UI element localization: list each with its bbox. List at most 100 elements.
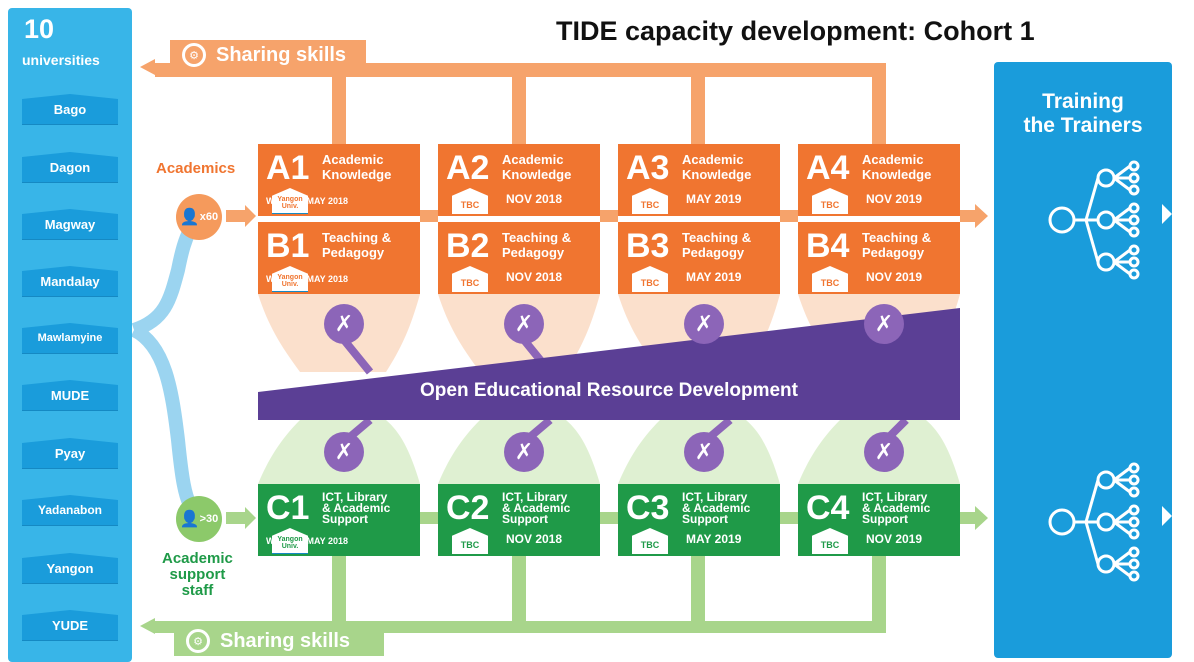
module-code: A3 <box>626 149 670 187</box>
university-item: Yadanabon <box>22 495 118 526</box>
university-item: MUDE <box>22 380 118 411</box>
sharing-skills-bottom: ⚙ Sharing skills <box>174 626 384 656</box>
module-b4: B4 Teaching &Pedagogy TBC NOV 2019 <box>798 222 960 294</box>
university-item: Bago <box>22 94 118 125</box>
network-tree-icon <box>1048 160 1140 280</box>
module-date: NOV 2018 <box>506 270 563 284</box>
academics-count: x60 <box>199 211 219 223</box>
wrench-screwdriver-icon: ✗ <box>684 304 724 344</box>
module-name: Teaching &Pedagogy <box>862 230 932 260</box>
universities-count: 10 <box>24 14 55 44</box>
wrench-screwdriver-icon: ✗ <box>324 304 364 344</box>
sharing-skills-top: ⚙ Sharing skills <box>170 40 366 70</box>
support-label-line3: staff <box>181 582 214 599</box>
module-code: C2 <box>446 489 490 527</box>
module-b1: B1 Teaching &Pedagogy W/C 21st MAY 2018 … <box>258 222 420 294</box>
university-item: Dagon <box>22 152 118 183</box>
module-code: C4 <box>806 489 850 527</box>
module-date: MAY 2019 <box>686 192 742 206</box>
module-code: A4 <box>806 149 850 187</box>
sharing-skills-bottom-label: Sharing skills <box>220 629 351 652</box>
support-label-line2: support <box>169 566 226 583</box>
module-code: B4 <box>806 227 850 265</box>
universities-label: universities <box>22 52 100 68</box>
module-code: C1 <box>266 489 310 527</box>
person-icon: 👤 <box>179 511 200 528</box>
oer-band <box>258 308 960 420</box>
university-item: Magway <box>22 209 118 240</box>
venue-badge: TBC <box>812 528 848 554</box>
university-item: Yangon <box>22 553 118 584</box>
arrow-out-icon <box>1162 204 1172 224</box>
module-name: Teaching &Pedagogy <box>502 230 572 260</box>
module-date: NOV 2019 <box>866 192 923 206</box>
support-staff-label: Academic support staff <box>162 551 233 599</box>
arrow-out-icon <box>1162 506 1172 526</box>
person-icon: 👤 <box>179 209 200 226</box>
university-item: Pyay <box>22 438 118 469</box>
module-date: NOV 2018 <box>506 532 563 546</box>
support-people: 👤>30 <box>176 496 222 542</box>
module-b2: B2 Teaching &Pedagogy TBC NOV 2018 <box>438 222 600 294</box>
gear-icon: ⚙ <box>182 43 206 67</box>
page-title: TIDE capacity development: Cohort 1 <box>556 16 1035 46</box>
ttt-title: Training the Trainers <box>994 90 1172 138</box>
venue-badge: TBC <box>632 266 668 292</box>
academics-label: Academics <box>156 160 236 177</box>
module-date: MAY 2019 <box>686 532 742 546</box>
network-tree-icon <box>1048 462 1140 582</box>
venue-badge: TBC <box>632 528 668 554</box>
wrench-screwdriver-icon: ✗ <box>684 432 724 472</box>
university-item: YUDE <box>22 610 118 641</box>
academics-people: 👤x60 <box>176 194 222 240</box>
module-b3: B3 Teaching &Pedagogy TBC MAY 2019 <box>618 222 780 294</box>
module-code: A2 <box>446 149 490 187</box>
sharing-skills-top-label: Sharing skills <box>216 43 347 66</box>
venue-badge: TBC <box>452 266 488 292</box>
gear-icon: ⚙ <box>186 629 210 653</box>
module-date: NOV 2019 <box>866 270 923 284</box>
support-label-line1: Academic <box>162 550 233 567</box>
ttt-title-line1: Training <box>1042 90 1124 113</box>
module-name: Teaching &Pedagogy <box>322 230 392 260</box>
wrench-screwdriver-icon: ✗ <box>504 432 544 472</box>
venue-badge: TBC <box>632 188 668 214</box>
wrench-screwdriver-icon: ✗ <box>864 304 904 344</box>
support-count: >30 <box>199 513 219 525</box>
module-code: B3 <box>626 227 670 265</box>
venue-badge: TBC <box>812 266 848 292</box>
venue-badge: TBC <box>812 188 848 214</box>
module-code: C3 <box>626 489 670 527</box>
university-item: Mandalay <box>22 266 118 297</box>
universities-panel: 10 universities Bago Dagon Magway Mandal… <box>8 8 132 662</box>
ttt-title-line2: the Trainers <box>1023 114 1143 137</box>
wrench-screwdriver-icon: ✗ <box>504 304 544 344</box>
oer-label: Open Educational Resource Development <box>420 380 798 401</box>
university-item: Mawlamyine <box>22 323 118 354</box>
module-code: B2 <box>446 227 490 265</box>
module-date: NOV 2018 <box>506 192 563 206</box>
wrench-screwdriver-icon: ✗ <box>864 432 904 472</box>
training-trainers-panel: Training the Trainers <box>994 62 1172 658</box>
module-name: Teaching &Pedagogy <box>682 230 752 260</box>
wrench-screwdriver-icon: ✗ <box>324 432 364 472</box>
module-date: NOV 2019 <box>866 532 923 546</box>
